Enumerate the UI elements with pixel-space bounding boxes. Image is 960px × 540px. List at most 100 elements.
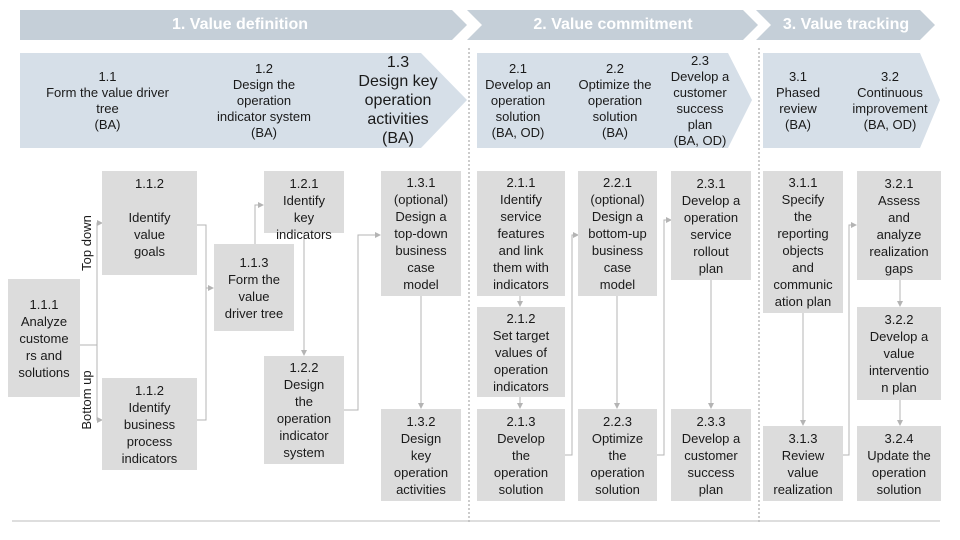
text-line: Form the value driver [46, 84, 169, 100]
text-line: (BA) [602, 124, 628, 140]
text-line: 1.3.2 [406, 413, 436, 429]
text-line: 1.1.3 [239, 254, 269, 270]
text-line: indicators [493, 277, 549, 292]
text-line: Identify [283, 193, 325, 208]
step-3-1-chevron [763, 53, 850, 148]
text-line: (BA) [382, 130, 414, 147]
text-line: success [676, 100, 724, 116]
connector-122-131 [343, 232, 381, 411]
text-line: 2.1 [508, 60, 528, 76]
text-line: improvement [852, 100, 928, 116]
text-line: indicators [121, 450, 178, 466]
text-line: Design a [395, 209, 447, 224]
text-line: indicator system [217, 108, 311, 124]
text-line: indicators [276, 227, 332, 242]
text-line: operation [276, 411, 332, 426]
text-line: 2.1.1 [506, 175, 536, 190]
text-line: plan [687, 116, 713, 132]
text-line: and [888, 209, 910, 225]
text-line: key [293, 210, 315, 225]
text-line: activities [367, 111, 429, 128]
text-line: 3.1 [788, 68, 808, 84]
connector-112-113 [197, 224, 213, 421]
text-line: 2.2.3 [603, 413, 632, 429]
step-2-1-chevron [477, 53, 563, 148]
text-line: 2.1.3 [506, 413, 536, 429]
text-line: 3.1.3 [788, 430, 818, 446]
text-line: values of [494, 344, 548, 360]
step-1-1-chevron [20, 53, 214, 148]
text-line: operation [490, 92, 546, 108]
text-line: Design [283, 377, 325, 392]
text-line: customer [673, 84, 727, 100]
step-2-3-chevron [634, 53, 752, 148]
text-line: the [793, 209, 813, 224]
step-1-2-chevron [160, 53, 357, 148]
text-line: system [283, 445, 325, 460]
text-line: case [407, 260, 435, 275]
text-line: the [294, 394, 314, 409]
text-line: Phased [775, 84, 821, 100]
phase-3-bar [756, 10, 935, 40]
text-line: realization [869, 243, 929, 259]
text-line: 3.2.2 [884, 312, 914, 327]
step-1-3-chevron [305, 53, 467, 148]
text-line: value [238, 288, 270, 304]
text-line: 1.3.1 [406, 175, 436, 190]
text-line: (BA, OD) [491, 124, 545, 140]
text-line: 1.2 [254, 60, 274, 76]
connector-223-231 [657, 217, 672, 456]
text-line: (optional) [590, 192, 645, 207]
text-line: goals [133, 244, 166, 259]
text-line: Develop an [485, 76, 551, 92]
step-3-2-chevron [823, 53, 940, 148]
text-line: solution [595, 481, 640, 497]
text-line: Develop a [681, 430, 741, 446]
text-line: (BA) [785, 116, 811, 132]
text-line: (BA) [251, 124, 277, 140]
text-line: Identify [128, 399, 171, 415]
text-line: features [497, 226, 545, 241]
text-line: 1.1.2 [135, 176, 164, 191]
text-line [148, 192, 152, 209]
text-line: Design key [358, 73, 438, 90]
connector-113-121 [254, 202, 264, 244]
text-line: success [687, 464, 735, 480]
text-line: customer [684, 447, 738, 463]
text-line: operation [683, 209, 739, 225]
text-line: bottom-up [588, 226, 647, 241]
text-line: Update the [867, 447, 931, 463]
text-line: communic [773, 277, 833, 292]
bottom-up-label: Bottom up [79, 370, 94, 430]
text-line: Form the [227, 271, 280, 287]
text-line: 3.1.1 [788, 175, 818, 190]
text-line: n plan [881, 380, 917, 395]
text-line: solution [876, 481, 922, 497]
text-line: Assess [878, 192, 920, 208]
text-line: process [126, 433, 173, 449]
step-2-2-chevron [535, 53, 662, 148]
phase-3-title: 3. Value tracking [782, 16, 910, 33]
text-line: them with [493, 260, 549, 275]
text-line: business [123, 416, 176, 432]
